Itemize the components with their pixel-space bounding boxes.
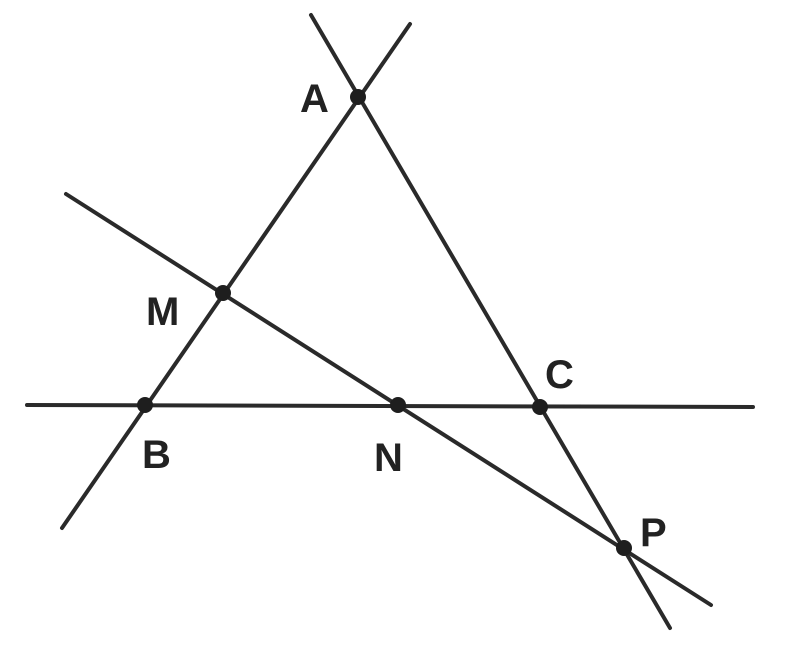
point-M	[215, 285, 231, 301]
label-P: P	[640, 511, 667, 555]
line-AB	[60, 22, 412, 530]
label-A: A	[300, 77, 329, 121]
label-M: M	[146, 290, 179, 334]
point-P	[616, 540, 632, 556]
label-N: N	[374, 436, 403, 480]
label-C: C	[545, 353, 574, 397]
point-C	[532, 399, 548, 415]
point-B	[137, 397, 153, 413]
point-N	[390, 397, 406, 413]
line-BC	[25, 403, 755, 409]
points-layer	[137, 89, 632, 556]
label-B: B	[142, 433, 171, 477]
line-MN	[64, 192, 713, 607]
line-AC	[309, 13, 672, 630]
labels-layer: A M B N C P	[142, 77, 667, 555]
point-A	[350, 89, 366, 105]
